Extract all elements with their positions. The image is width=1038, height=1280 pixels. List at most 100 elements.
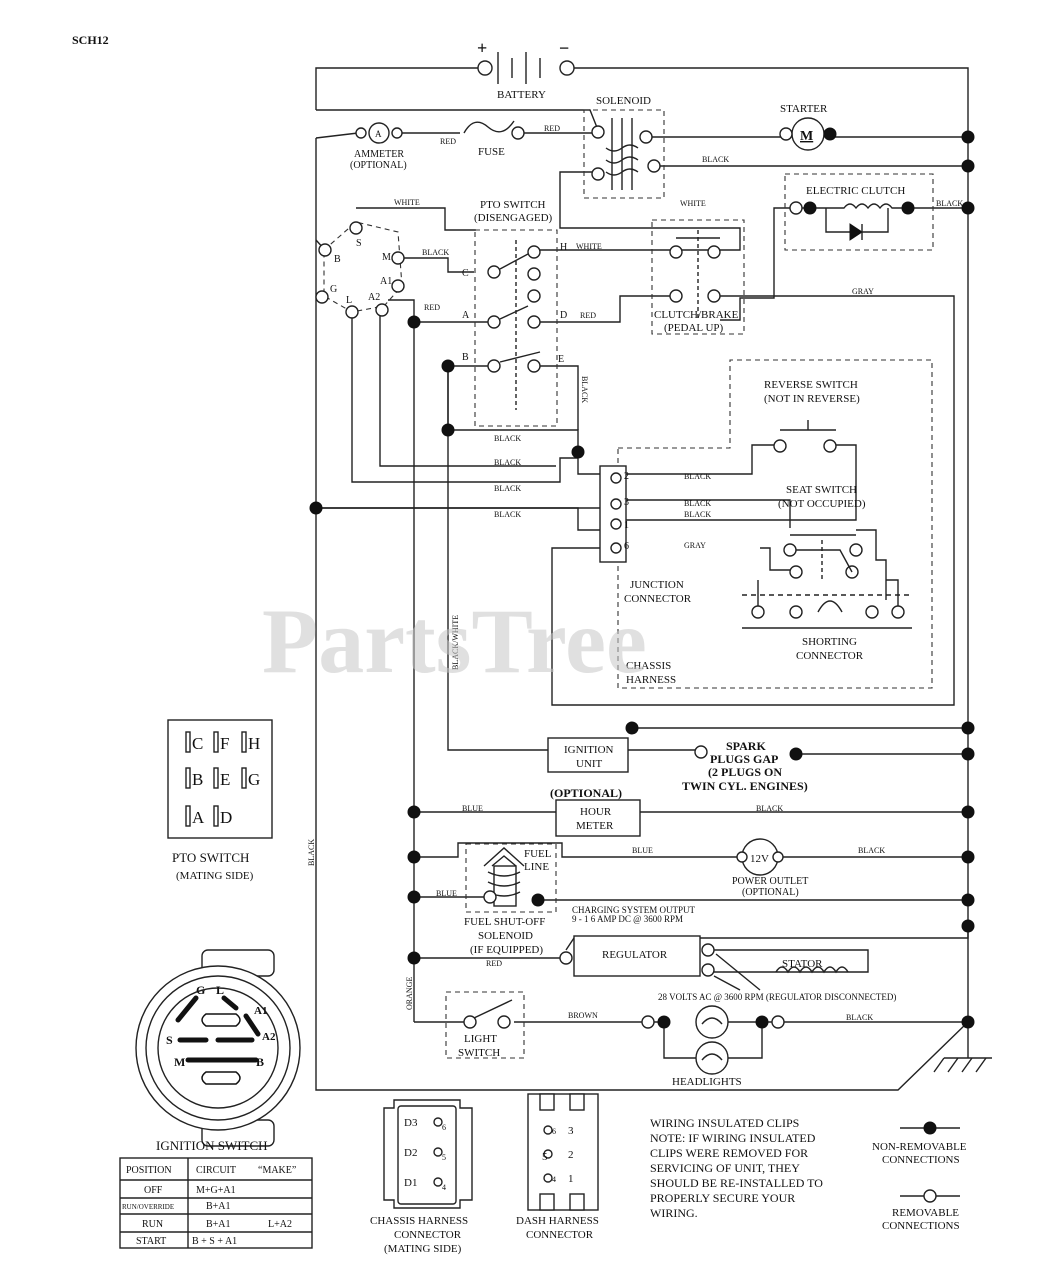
wire-white-2: WHITE bbox=[680, 199, 706, 208]
junction-pin-3: 3 bbox=[624, 497, 629, 508]
ammeter: A AMMETER (OPTIONAL) bbox=[350, 122, 407, 171]
seat-label: SEAT SWITCH bbox=[786, 484, 857, 496]
wire-black-8: BLACK bbox=[684, 472, 711, 481]
table-header-position: POSITION bbox=[126, 1165, 172, 1176]
pto-mating-title: PTO SWITCH bbox=[172, 850, 249, 865]
wire-blue-1: BLUE bbox=[462, 804, 483, 813]
table-row-1-pos: RUN/OVERRIDE bbox=[122, 1203, 174, 1211]
legend-removable-2: CONNECTIONS bbox=[882, 1220, 960, 1232]
pto-mating-side: C F H B E G A D PTO SWITCH (MATING SIDE) bbox=[167, 719, 273, 882]
wire-black-11: BLACK bbox=[580, 376, 589, 403]
dash-harness-connector: 6 3 5 2 4 1 DASH HARNESS CONNECTOR bbox=[516, 1093, 599, 1241]
legend-non-removable-1: NON-REMOVABLE bbox=[872, 1141, 967, 1153]
pto-term-C: C bbox=[462, 268, 469, 279]
ign-pin-A2: A2 bbox=[262, 1031, 276, 1043]
ignition-switch-illustration: G L A1 A2 S M B IGNITION SWITCH bbox=[135, 949, 301, 1153]
note-line-1: WIRING INSULATED CLIPS bbox=[650, 1116, 799, 1130]
pto-pin-F: F bbox=[213, 731, 229, 753]
table-header-make: “MAKE” bbox=[258, 1165, 296, 1176]
wire-brown: BROWN bbox=[568, 1011, 598, 1020]
wire-black-13: BLACK bbox=[858, 846, 885, 855]
diagram-id: SCH12 bbox=[72, 33, 109, 47]
power-outlet-label: POWER OUTLET bbox=[732, 876, 808, 887]
dash-connector-line1: DASH HARNESS bbox=[516, 1215, 599, 1227]
pto-term-A: A bbox=[462, 310, 470, 321]
svg-text:F: F bbox=[220, 734, 229, 753]
svg-text:G: G bbox=[248, 770, 260, 789]
solenoid: SOLENOID bbox=[583, 95, 665, 199]
starter: M STARTER bbox=[779, 103, 837, 151]
legend-open-dot bbox=[923, 1189, 937, 1203]
wire-black-10: BLACK bbox=[684, 510, 711, 519]
dash-pin-3: 3 bbox=[568, 1125, 574, 1137]
chassis-harness-area: REVERSE SWITCH (NOT IN REVERSE) SEAT SWI… bbox=[617, 359, 933, 689]
power-outlet-optional: (OPTIONAL) bbox=[742, 887, 799, 898]
chassis-harness-connector: D3 6 D2 5 D1 4 CHASSIS HARNESS CONNECTOR… bbox=[370, 1099, 473, 1255]
battery: + − BATTERY bbox=[477, 38, 575, 101]
hour-meter: (OPTIONAL) HOUR METER bbox=[550, 786, 641, 837]
regulator-label: REGULATOR bbox=[602, 949, 668, 961]
volts-note: 28 VOLTS AC @ 3600 RPM (REGULATOR DISCON… bbox=[658, 992, 896, 1002]
table-row-0-pos: OFF bbox=[144, 1185, 163, 1196]
wire-black-frame: BLACK bbox=[307, 839, 316, 866]
note-line-5: SHOULD BE RE-INSTALLED TO bbox=[650, 1176, 823, 1190]
battery-minus: − bbox=[559, 38, 569, 58]
wire-black-7: BLACK bbox=[494, 510, 521, 519]
legend-removable-1: REMOVABLE bbox=[892, 1207, 959, 1219]
pto-term-B: B bbox=[462, 352, 469, 363]
power-outlet: 12V POWER OUTLET (OPTIONAL) bbox=[732, 838, 808, 898]
hour-label-1: HOUR bbox=[580, 806, 612, 818]
ammeter-symbol: A bbox=[375, 129, 382, 139]
wire-black-2: BLACK bbox=[936, 199, 963, 208]
wire-white-1: WHITE bbox=[394, 198, 420, 207]
battery-label: BATTERY bbox=[497, 89, 546, 101]
pto-term-E: E bbox=[558, 354, 564, 365]
dash-pin-5: 5 bbox=[542, 1151, 548, 1163]
junction-label: JUNCTION bbox=[630, 579, 684, 591]
table-row-1-circuit: B+A1 bbox=[206, 1201, 231, 1212]
spark-label-3: (2 PLUGS ON bbox=[708, 765, 782, 779]
ign-pin-M: M bbox=[174, 1055, 185, 1069]
shorting-label: SHORTING bbox=[802, 636, 857, 648]
wire-black-6: BLACK bbox=[494, 484, 521, 493]
spark-label-4: TWIN CYL. ENGINES) bbox=[682, 779, 808, 793]
ignition-switch-table: POSITION CIRCUIT “MAKE” OFF M+G+A1 RUN/O… bbox=[119, 1157, 313, 1249]
wire-white-3: WHITE bbox=[576, 242, 602, 251]
clutch-brake-switch: CLUTCH/BRAKE (PEDAL UP) bbox=[651, 219, 745, 335]
wire-black-12: BLACK bbox=[756, 804, 783, 813]
svg-text:A: A bbox=[192, 808, 205, 827]
chassis-connector-line3: (MATING SIDE) bbox=[384, 1243, 462, 1255]
chassis-connector-line2: CONNECTOR bbox=[394, 1229, 462, 1241]
wire-color-labels: RED RED BLACK BLACK WHITE WHITE WHITE BL… bbox=[307, 124, 963, 1022]
chassis-pin-D1: D1 bbox=[404, 1177, 417, 1189]
chassis-pin-6: 6 bbox=[442, 1123, 446, 1132]
ign-pin-A1: A1 bbox=[254, 1005, 267, 1017]
table-row-3-pos: START bbox=[136, 1236, 166, 1247]
hour-optional: (OPTIONAL) bbox=[550, 786, 622, 800]
spark-label-2: PLUGS GAP bbox=[710, 752, 778, 766]
wire-gray-1: GRAY bbox=[852, 287, 874, 296]
wire-black-5: BLACK bbox=[494, 458, 521, 467]
dash-pin-6: 6 bbox=[552, 1127, 556, 1136]
table-row-2-make: L+A2 bbox=[268, 1219, 292, 1230]
ignition-unit: IGNITION UNIT SPARK PLUGS GAP (2 PLUGS O… bbox=[547, 737, 808, 793]
chassis-pin-D3: D3 bbox=[404, 1117, 418, 1129]
wire-blue-3: BLUE bbox=[436, 889, 457, 898]
fuse-label: FUSE bbox=[478, 146, 505, 158]
chassis-pin-4: 4 bbox=[442, 1183, 446, 1192]
table-row-2-pos: RUN bbox=[142, 1219, 163, 1230]
wire-blue-2: BLUE bbox=[632, 846, 653, 855]
wire-black-9: BLACK bbox=[684, 499, 711, 508]
wiring-note: WIRING INSULATED CLIPS NOTE: IF WIRING I… bbox=[650, 1116, 823, 1220]
pto-pin-B: B bbox=[185, 767, 203, 789]
pto-switch-schematic: PTO SWITCH (DISENGAGED) C H A D B E bbox=[462, 199, 567, 427]
fuel-shutoff-solenoid: FUEL LINE FUEL SHUT-OFF SOLENOID (IF EQU… bbox=[464, 843, 557, 956]
ignition-switch-title: IGNITION SWITCH bbox=[156, 1138, 268, 1153]
legend: NON-REMOVABLE CONNECTIONS REMOVABLE CONN… bbox=[872, 1121, 967, 1232]
chassis-connector-line1: CHASSIS HARNESS bbox=[370, 1215, 468, 1227]
term-A1: A1 bbox=[380, 276, 392, 287]
chassis-pin-5: 5 bbox=[442, 1153, 446, 1162]
pto-pin-D: D bbox=[213, 805, 232, 827]
electric-clutch-label: ELECTRIC CLUTCH bbox=[806, 185, 905, 197]
junction-connector-label: CONNECTOR bbox=[624, 593, 692, 605]
